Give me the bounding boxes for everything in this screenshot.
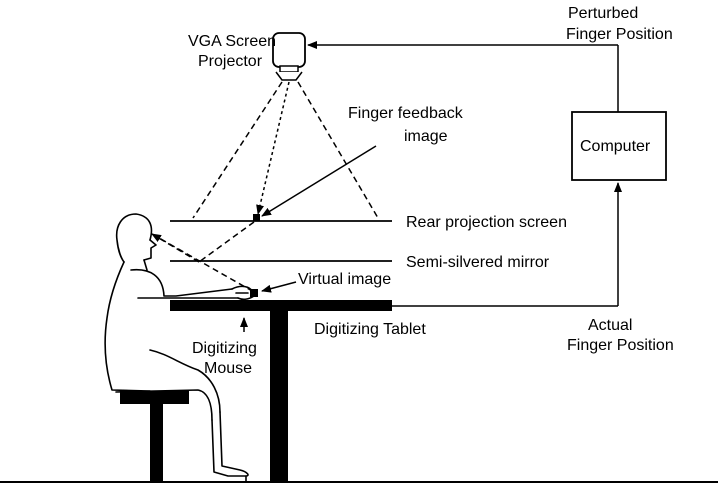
projector-label-line2: Projector [198, 53, 263, 70]
reflected-light-path [151, 221, 255, 293]
virtual-image-label: Virtual image [298, 271, 391, 288]
mirror-label: Semi-silvered mirror [406, 254, 550, 271]
feedback-label-line1: Finger feedback [348, 105, 464, 122]
feedback-label-line2: image [404, 128, 448, 145]
computer-box [571, 111, 667, 181]
perturbed-position-line [307, 41, 619, 112]
actual-label-line2: Finger Position [567, 337, 674, 354]
tablet-label: Digitizing Tablet [314, 321, 426, 338]
perturbed-label-line1: Perturbed [568, 5, 638, 22]
actual-label-line1: Actual [588, 317, 632, 334]
mouse-label-line1: Digitizing [192, 340, 257, 357]
actual-position-line [392, 182, 622, 307]
stool [120, 391, 189, 482]
rear-screen-label: Rear projection screen [406, 214, 567, 231]
perturbed-label-line2: Finger Position [566, 26, 673, 43]
projector-label-line1: VGA Screen [188, 33, 276, 50]
projection-cone [192, 81, 379, 219]
projector-beam [256, 81, 290, 215]
virtual-image-pointer [261, 281, 297, 293]
projector-icon [272, 32, 306, 81]
computer-label: Computer [580, 138, 651, 155]
table [170, 300, 392, 482]
mouse-label-line2: Mouse [204, 360, 252, 377]
feedback-image-marker [253, 214, 260, 221]
virtual-image-marker [250, 289, 258, 297]
feedback-pointer [261, 145, 377, 217]
seated-person-figure [104, 213, 255, 483]
